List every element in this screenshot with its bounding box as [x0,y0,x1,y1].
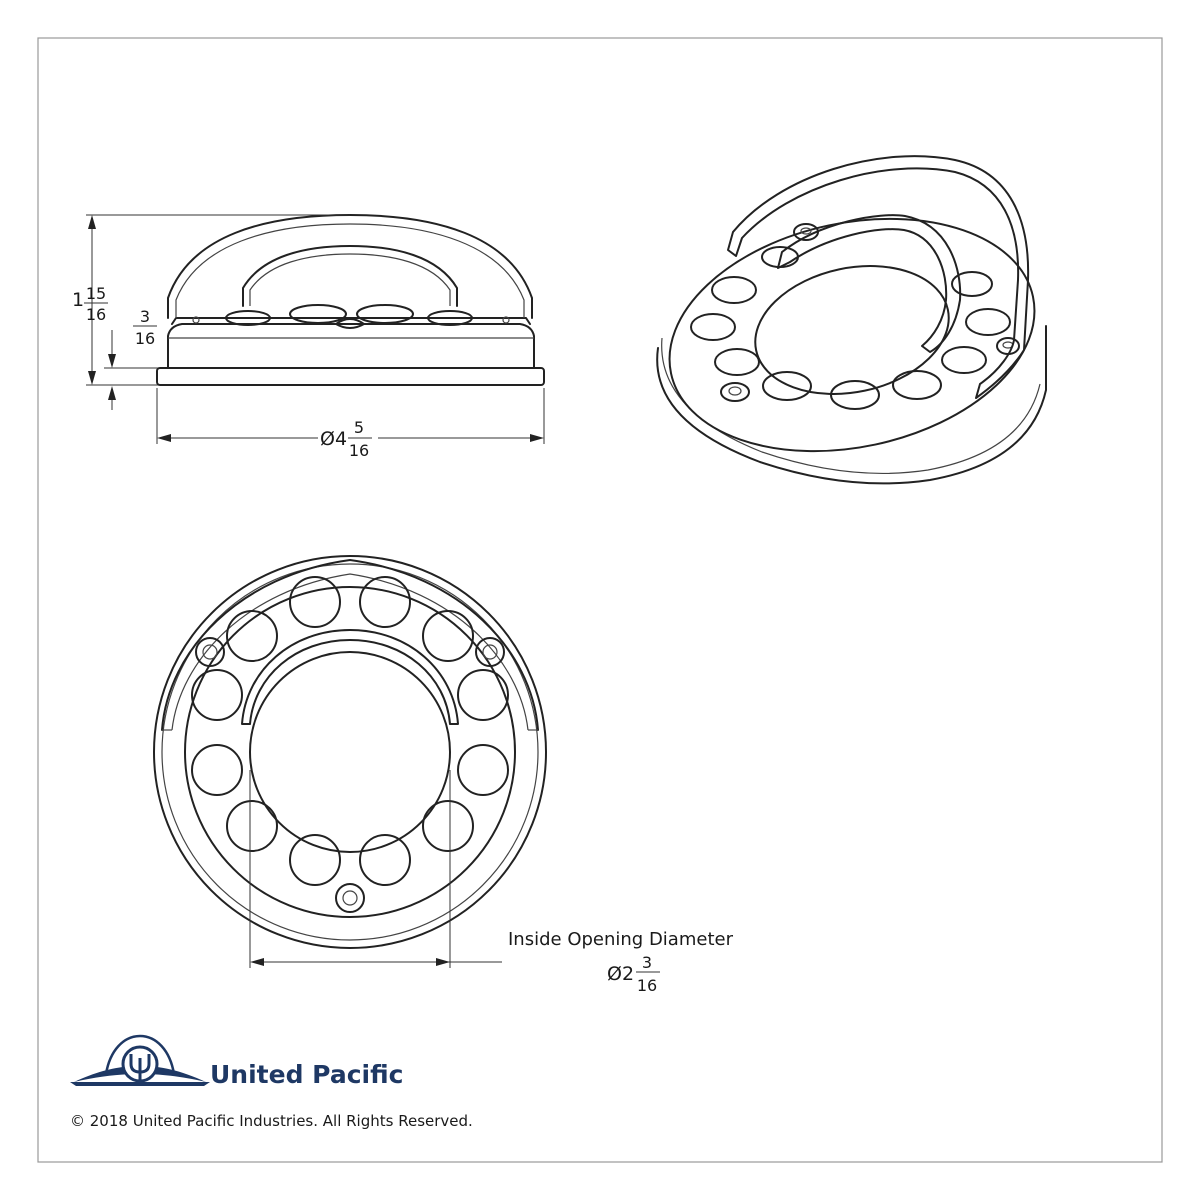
top-outer-ring [153,555,547,949]
iso-center-opening [754,265,950,395]
outer-diameter-denominator: 16 [349,441,369,460]
side-visor [167,214,533,319]
flange-denominator: 16 [135,329,155,348]
outer-diameter-prefix: Ø4 [320,428,347,450]
iso-visor [727,155,1030,399]
inside-opening-prefix: Ø2 [607,963,634,985]
brand-name: United Pacific [210,1060,403,1089]
outer-diameter-numerator: 5 [354,418,364,437]
top-screw-boss-bottom [335,883,365,913]
iso-inner-arch [777,214,962,353]
iso-lens-holes [690,246,1011,410]
inside-opening-label: Inside Opening Diameter [508,929,734,950]
top-visor-outline [161,559,539,731]
iso-top-face [668,217,1036,453]
top-screw-boss-right [475,637,505,667]
side-top-plate [171,317,531,325]
side-base-flange [156,367,545,386]
top-inner-arch [241,629,459,725]
side-view [156,214,545,386]
iso-base [656,325,1047,485]
outer-diameter-dimension [156,388,545,444]
top-view [153,555,547,949]
top-inner-face [184,586,516,918]
height-whole: 1 [72,289,84,311]
iso-screw-boss-front [720,382,750,402]
side-body [167,323,535,369]
flange-numerator: 3 [140,307,150,326]
side-inner-arch [242,245,458,307]
top-lens-holes [191,576,509,886]
inside-opening-denominator: 16 [637,976,657,995]
flange-dimension [104,330,158,410]
drawing-frame [37,37,1163,1163]
copyright-notice: © 2018 United Pacific Industries. All Ri… [70,1112,473,1130]
top-screw-boss-left [195,637,225,667]
iso-screw-boss-right [996,337,1020,355]
inside-opening-dimension [249,770,502,968]
isometric-view [656,155,1047,485]
top-center-opening [249,651,451,853]
height-numerator: 15 [86,284,106,303]
united-pacific-logo [70,1034,210,1086]
inside-opening-numerator: 3 [642,953,652,972]
height-dimension [86,214,350,386]
height-denominator: 16 [86,305,106,324]
